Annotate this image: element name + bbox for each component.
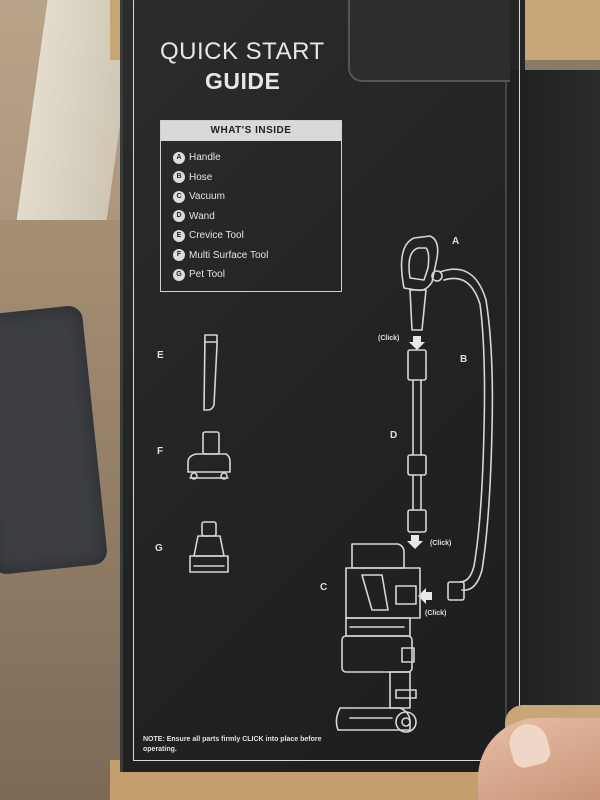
handle-drawing — [400, 235, 443, 331]
box-side-flap — [505, 70, 600, 730]
label-f: F — [157, 446, 164, 457]
whats-inside-panel: WHAT'S INSIDE A Handle B Hose C Vacuum D Wan… — [160, 120, 342, 292]
click-label-top: (Click) — [378, 335, 400, 342]
list-item: G Pet Tool — [173, 265, 341, 285]
item-name: Pet Tool — [189, 269, 225, 281]
label-g: G — [155, 543, 163, 554]
pet-tool-drawing — [189, 521, 229, 573]
list-item: B Hose — [173, 168, 341, 188]
label-b: B — [460, 354, 468, 365]
whats-inside-list: A Handle B Hose C Vacuum D Wand E Crevice Too… — [161, 141, 341, 285]
label-e: E — [157, 350, 164, 361]
click-label-bottom: (Click) — [425, 610, 447, 617]
label-a: A — [452, 236, 460, 247]
label-d: D — [390, 430, 398, 441]
item-name: Multi Surface Tool — [189, 249, 269, 261]
operating-note: NOTE: Ensure all parts firmly CLICK into… — [143, 736, 322, 753]
multi-surface-tool-drawing — [187, 431, 231, 480]
item-name: Vacuum — [189, 191, 225, 203]
box-top-flap — [348, 0, 510, 82]
click-arrows — [407, 336, 432, 604]
wand-drawing — [407, 349, 427, 533]
guide-title-line2: GUIDE — [205, 68, 281, 94]
item-name: Hose — [189, 171, 213, 183]
item-name: Wand — [189, 210, 215, 222]
list-item: D Wand — [173, 207, 341, 227]
letter-badge: B — [173, 171, 185, 184]
list-item: E Crevice Tool — [173, 226, 341, 246]
letter-badge: G — [173, 268, 185, 281]
letter-badge: D — [173, 210, 185, 223]
letter-badge: E — [173, 229, 185, 242]
letter-badge: F — [173, 249, 185, 262]
list-item: F Multi Surface Tool — [173, 246, 341, 266]
hose-drawing — [439, 268, 494, 601]
letter-badge: A — [173, 151, 185, 164]
list-item: C Vacuum — [173, 187, 341, 207]
item-name: Crevice Tool — [189, 230, 244, 242]
list-item: A Handle — [173, 148, 341, 168]
vacuum-body-drawing — [335, 543, 421, 733]
click-label-mid: (Click) — [430, 540, 452, 547]
printed-border — [133, 0, 520, 761]
crevice-tool-drawing — [203, 334, 218, 411]
item-name: Handle — [189, 152, 221, 164]
letter-badge: C — [173, 190, 185, 203]
whats-inside-header: WHAT'S INSIDE — [161, 121, 341, 141]
guide-title-line1: QUICK START — [160, 38, 325, 65]
label-c: C — [320, 582, 328, 593]
